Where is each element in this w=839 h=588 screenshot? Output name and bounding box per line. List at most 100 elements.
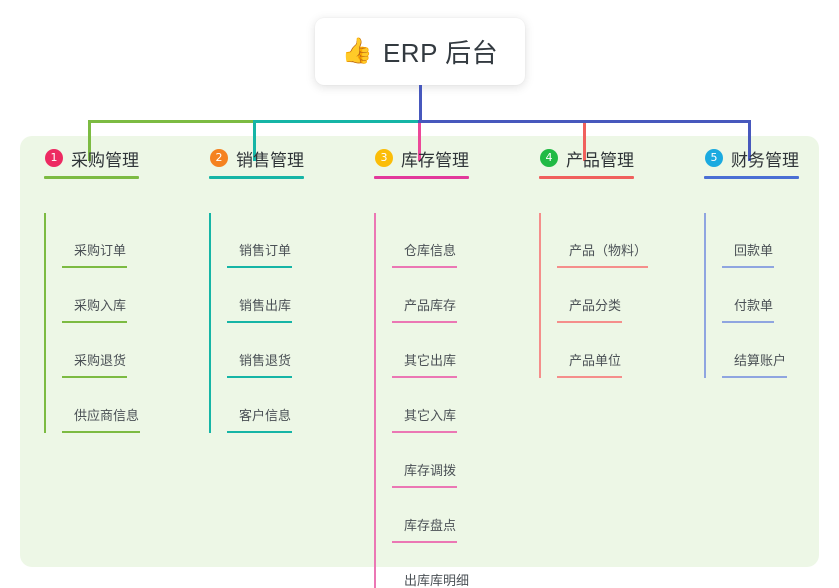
leaf-underline [62,431,140,433]
branch-underline-5 [704,176,799,179]
branch-drop-1 [88,123,91,161]
leaf-underline [557,376,622,378]
branch-badge-2: 2 [210,149,228,167]
branch-drop-5 [748,123,751,161]
leaf-node[interactable]: 付款单 [722,268,799,323]
branch-items-5: 回款单付款单结算账户 [704,213,799,378]
leaf-node[interactable]: 采购入库 [62,268,139,323]
leaf-node[interactable]: 采购订单 [62,213,139,268]
leaf-node[interactable]: 销售出库 [227,268,304,323]
branch-badge-4: 4 [540,149,558,167]
leaf-underline [227,321,292,323]
leaf-node[interactable]: 产品单位 [557,323,634,378]
leaf-underline [392,376,457,378]
branch-badge-3: 3 [375,149,393,167]
leaf-node[interactable]: 产品库存 [392,268,469,323]
branch-items-4: 产品（物料） 产品分类产品单位 [539,213,649,378]
branch-header-3[interactable]: 3 库存管理 [374,145,469,179]
branch-drop-4 [583,123,586,161]
diagram-panel [20,136,819,567]
branch-badge-5: 5 [705,149,723,167]
trunk-line [419,85,422,123]
branch-underline-4 [539,176,634,179]
branch-drop-3 [418,123,421,161]
leaf-node[interactable]: 其它出库 [392,323,469,378]
leaf-label: 其它入库 [404,408,457,423]
leaf-label: 库存盘点 [404,518,457,533]
leaf-label: 采购订单 [74,243,127,258]
branch-column-5: 5 财务管理回款单付款单结算账户 [704,145,799,378]
leaf-underline [392,541,457,543]
branch-spine-4 [539,213,541,378]
leaf-underline [722,266,774,268]
leaf-node[interactable]: 出库库明细 [392,543,469,588]
leaf-node[interactable]: 其它入库 [392,378,469,433]
leaf-underline [62,266,127,268]
branch-title-5: 财务管理 [731,150,799,170]
leaf-label: 产品（物料） [569,243,648,258]
leaf-label: 供应商信息 [74,408,140,423]
leaf-label: 库存调拨 [404,463,457,478]
leaf-label: 产品单位 [569,353,622,368]
leaf-underline [722,376,787,378]
leaf-label: 其它出库 [404,353,457,368]
leaf-node[interactable]: 仓库信息 [392,213,469,268]
leaf-node[interactable]: 客户信息 [227,378,304,433]
leaf-label: 采购入库 [74,298,127,313]
branch-title-2: 销售管理 [236,150,304,170]
branch-spine-2 [209,213,211,433]
branch-underline-2 [209,176,304,179]
leaf-label: 出库库明细 [404,573,470,588]
leaf-underline [392,486,457,488]
leaf-label: 销售出库 [239,298,292,313]
root-node-card[interactable]: 👍 ERP 后台 [315,18,525,85]
leaf-underline [722,321,774,323]
leaf-node[interactable]: 回款单 [722,213,799,268]
branch-title-3: 库存管理 [401,150,469,170]
branch-underline-1 [44,176,139,179]
thumbs-up-icon: 👍 [341,37,373,65]
branch-header-2[interactable]: 2 销售管理 [209,145,304,179]
leaf-underline [392,321,457,323]
leaf-node[interactable]: 采购退货 [62,323,139,378]
leaf-label: 销售订单 [239,243,292,258]
leaf-label: 结算账户 [734,353,787,368]
leaf-label: 产品库存 [404,298,457,313]
bus-segment-teal [253,120,421,123]
leaf-underline [62,321,127,323]
leaf-node[interactable]: 产品分类 [557,268,634,323]
leaf-node[interactable]: 库存调拨 [392,433,469,488]
leaf-underline [227,431,292,433]
branch-items-1: 采购订单采购入库采购退货供应商信息 [44,213,140,433]
leaf-underline [227,376,292,378]
leaf-label: 付款单 [734,298,774,313]
root-node-title: ERP 后台 [382,38,499,68]
branch-column-3: 3 库存管理仓库信息产品库存其它出库其它入库库存调拨库存盘点出库库明细 [374,145,469,588]
leaf-node[interactable]: 库存盘点 [392,488,469,543]
branch-items-3: 仓库信息产品库存其它出库其它入库库存调拨库存盘点出库库明细 [374,213,469,588]
leaf-label: 产品分类 [569,298,622,313]
leaf-label: 仓库信息 [404,243,457,258]
bus-segment-green [88,120,256,123]
branch-column-2: 2 销售管理销售订单销售出库销售退货客户信息 [209,145,304,433]
leaf-node[interactable]: 产品（物料） [557,213,649,268]
leaf-underline [392,266,457,268]
leaf-underline [557,266,649,268]
leaf-label: 销售退货 [239,353,292,368]
leaf-underline [62,376,127,378]
leaf-label: 客户信息 [239,408,292,423]
bus-segment-purple [418,120,751,123]
leaf-node[interactable]: 供应商信息 [62,378,140,433]
branch-title-1: 采购管理 [71,150,139,170]
branch-underline-3 [374,176,469,179]
leaf-node[interactable]: 结算账户 [722,323,799,378]
branch-header-5[interactable]: 5 财务管理 [704,145,799,179]
leaf-node[interactable]: 销售退货 [227,323,304,378]
leaf-node[interactable]: 销售订单 [227,213,304,268]
branch-spine-5 [704,213,706,378]
